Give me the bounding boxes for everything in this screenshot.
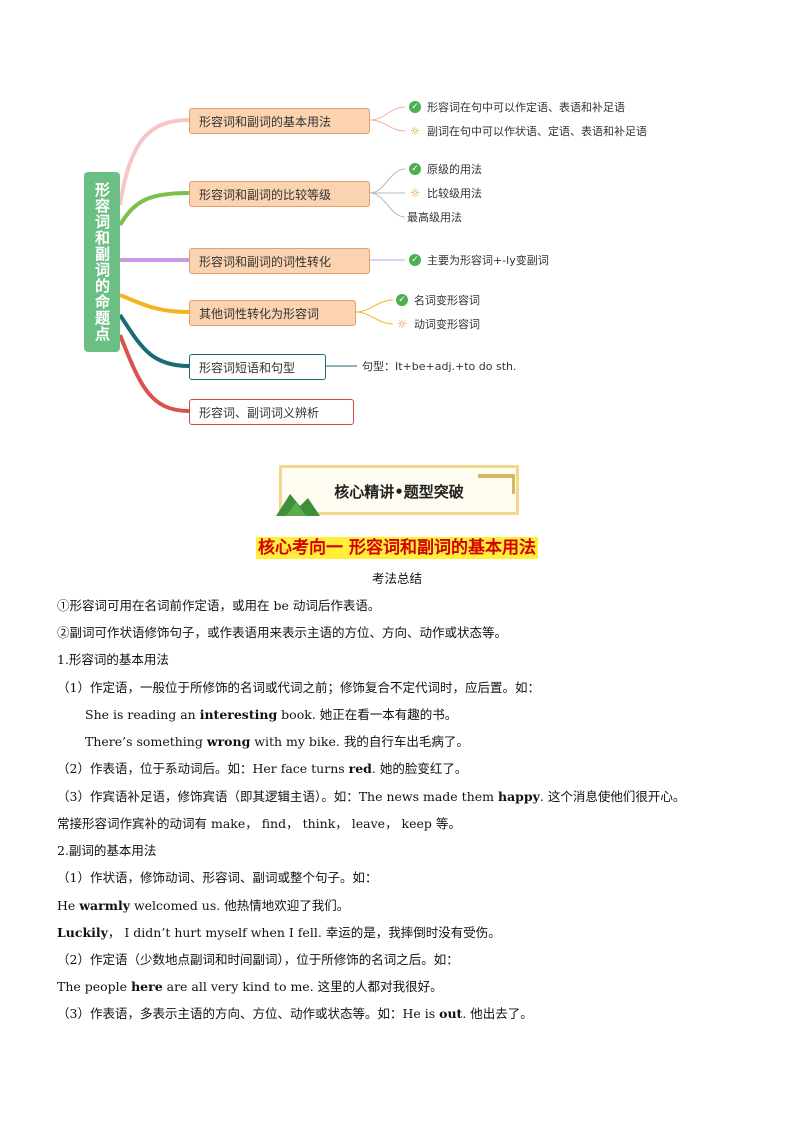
paragraph: ②副词可作状语修饰句子，或作表语用来表示主语的方位、方向、动作或状态等。 bbox=[57, 625, 508, 640]
mind-map-root: 形容词和副词的命题点 bbox=[84, 172, 120, 352]
bold-word: happy bbox=[497, 789, 540, 804]
example-sentence: She is reading an interesting book. 她正在看… bbox=[85, 706, 457, 724]
leaf-text: 副词在句中可以作状语、定语、表语和补足语 bbox=[427, 125, 647, 138]
text: （3）作宾语补足语，修饰宾语（即其逻辑主语）。如：The news made t… bbox=[57, 789, 498, 804]
text: （3）作表语，多表示主语的方向、方位、动作或状态等。如：He is bbox=[57, 1006, 440, 1021]
paragraph: （1）作定语，一般位于所修饰的名词或代词之前；修饰复合不定代词时，应后置。如： bbox=[57, 680, 540, 695]
banner-decoration bbox=[512, 474, 515, 494]
branch-other-conversion: 其他词性转化为形容词 bbox=[189, 300, 356, 326]
leaf-item: ✓ 主要为形容词+-ly变副词 bbox=[409, 252, 549, 268]
text: There’s something bbox=[85, 734, 207, 749]
leaf-text: 最高级用法 bbox=[407, 211, 462, 224]
bulb-icon: ☼ bbox=[396, 317, 408, 331]
leaf-item: 句型：It+be+adj.+to do sth. bbox=[362, 358, 517, 374]
hill-icon bbox=[276, 494, 320, 516]
check-icon: ✓ bbox=[409, 163, 421, 175]
text: with my bike. 我的自行车出毛病了。 bbox=[250, 734, 469, 749]
text: She is reading an bbox=[85, 707, 200, 722]
paragraph: （3）作宾语补足语，修饰宾语（即其逻辑主语）。如：The news made t… bbox=[57, 788, 685, 806]
bold-word: out bbox=[439, 1006, 463, 1021]
text: . 他出去了。 bbox=[462, 1006, 533, 1021]
mind-map: 形容词和副词的命题点 形容词和副词的基本用法 形容词和副词的比较等级 形容词和副… bbox=[0, 0, 794, 440]
leaf-text: 主要为形容词+-ly变副词 bbox=[427, 254, 549, 267]
check-icon: ✓ bbox=[409, 254, 421, 266]
bulb-icon: ☼ bbox=[409, 186, 421, 200]
text: He bbox=[57, 898, 80, 913]
example-sentence: Luckily， I didn’t hurt myself when I fel… bbox=[57, 924, 501, 942]
leaf-item: ☼ 动词变形容词 bbox=[396, 316, 480, 332]
paragraph: ①形容词可用在名词前作定语，或用在 be 动词后作表语。 bbox=[57, 598, 381, 613]
example-sentence: There’s something wrong with my bike. 我的… bbox=[85, 733, 469, 751]
paragraph: 常接形容词作宾补的动词有 make， find， think， leave， k… bbox=[57, 816, 461, 831]
text: . 她的脸变红了。 bbox=[371, 761, 468, 776]
leaf-text: 原级的用法 bbox=[427, 163, 482, 176]
bold-word: wrong bbox=[206, 734, 251, 749]
section-heading: 核心考向一 形容词和副词的基本用法 bbox=[0, 533, 794, 559]
leaf-item: ☼ 比较级用法 bbox=[409, 185, 482, 201]
example-sentence: He warmly welcomed us. 他热情地欢迎了我们。 bbox=[57, 897, 349, 915]
text: welcomed us. 他热情地欢迎了我们。 bbox=[129, 898, 350, 913]
paragraph: （2）作定语（少数地点副词和时间副词），位于所修饰的名词之后。如： bbox=[57, 952, 459, 967]
leaf-text: 动词变形容词 bbox=[414, 318, 480, 331]
section-subtitle: 考法总结 bbox=[371, 571, 422, 586]
section-heading-text: 核心考向一 形容词和副词的基本用法 bbox=[256, 537, 538, 559]
branch-meaning-distinction: 形容词、副词词义辨析 bbox=[189, 399, 354, 425]
text: ， I didn’t hurt myself when I fell. 幸运的是… bbox=[107, 925, 501, 940]
bold-word: interesting bbox=[199, 707, 278, 722]
banner-title: 核心精讲•题型突破 bbox=[334, 483, 464, 501]
bulb-icon: ☼ bbox=[409, 124, 421, 138]
banner-decoration bbox=[478, 474, 514, 478]
text: The people bbox=[57, 979, 132, 994]
text: are all very kind to me. 这里的人都对我很好。 bbox=[162, 979, 443, 994]
example-sentence: The people here are all very kind to me.… bbox=[57, 978, 443, 996]
branch-comparison: 形容词和副词的比较等级 bbox=[189, 181, 370, 207]
leaf-text: 比较级用法 bbox=[427, 187, 482, 200]
branch-phrases-patterns: 形容词短语和句型 bbox=[189, 354, 326, 380]
text: . 这个消息使他们很开心。 bbox=[539, 789, 686, 804]
paragraph: （3）作表语，多表示主语的方向、方位、动作或状态等。如：He is out. 他… bbox=[57, 1005, 533, 1023]
leaf-text: 形容词在句中可以作定语、表语和补足语 bbox=[427, 101, 625, 114]
bold-word: here bbox=[131, 979, 163, 994]
section-banner: 核心精讲•题型突破 bbox=[276, 465, 519, 516]
check-icon: ✓ bbox=[409, 101, 421, 113]
leaf-item: ✓ 形容词在句中可以作定语、表语和补足语 bbox=[409, 99, 625, 115]
bold-word: red bbox=[348, 761, 372, 776]
text: book. 她正在看一本有趣的书。 bbox=[277, 707, 458, 722]
branch-basic-usage: 形容词和副词的基本用法 bbox=[189, 108, 370, 134]
leaf-item: ✓ 名词变形容词 bbox=[396, 292, 480, 308]
leaf-item: 最高级用法 bbox=[407, 209, 462, 225]
subheading-adverb: 2.副词的基本用法 bbox=[57, 843, 157, 858]
subheading-adjective: 1.形容词的基本用法 bbox=[57, 652, 169, 667]
branch-conversion: 形容词和副词的词性转化 bbox=[189, 248, 370, 274]
leaf-item: ☼ 副词在句中可以作状语、定语、表语和补足语 bbox=[409, 123, 647, 139]
bold-word: Luckily bbox=[57, 925, 108, 940]
leaf-text: 名词变形容词 bbox=[414, 294, 480, 307]
paragraph: （2）作表语，位于系动词后。如：Her face turns red. 她的脸变… bbox=[57, 760, 467, 778]
mind-map-connectors bbox=[118, 106, 406, 413]
bold-word: warmly bbox=[79, 898, 130, 913]
check-icon: ✓ bbox=[396, 294, 408, 306]
text: （2）作表语，位于系动词后。如：Her face turns bbox=[57, 761, 349, 776]
paragraph: （1）作状语，修饰动词、形容词、副词或整个句子。如： bbox=[57, 870, 378, 885]
leaf-item: ✓ 原级的用法 bbox=[409, 161, 482, 177]
leaf-text: 句型：It+be+adj.+to do sth. bbox=[362, 360, 517, 373]
